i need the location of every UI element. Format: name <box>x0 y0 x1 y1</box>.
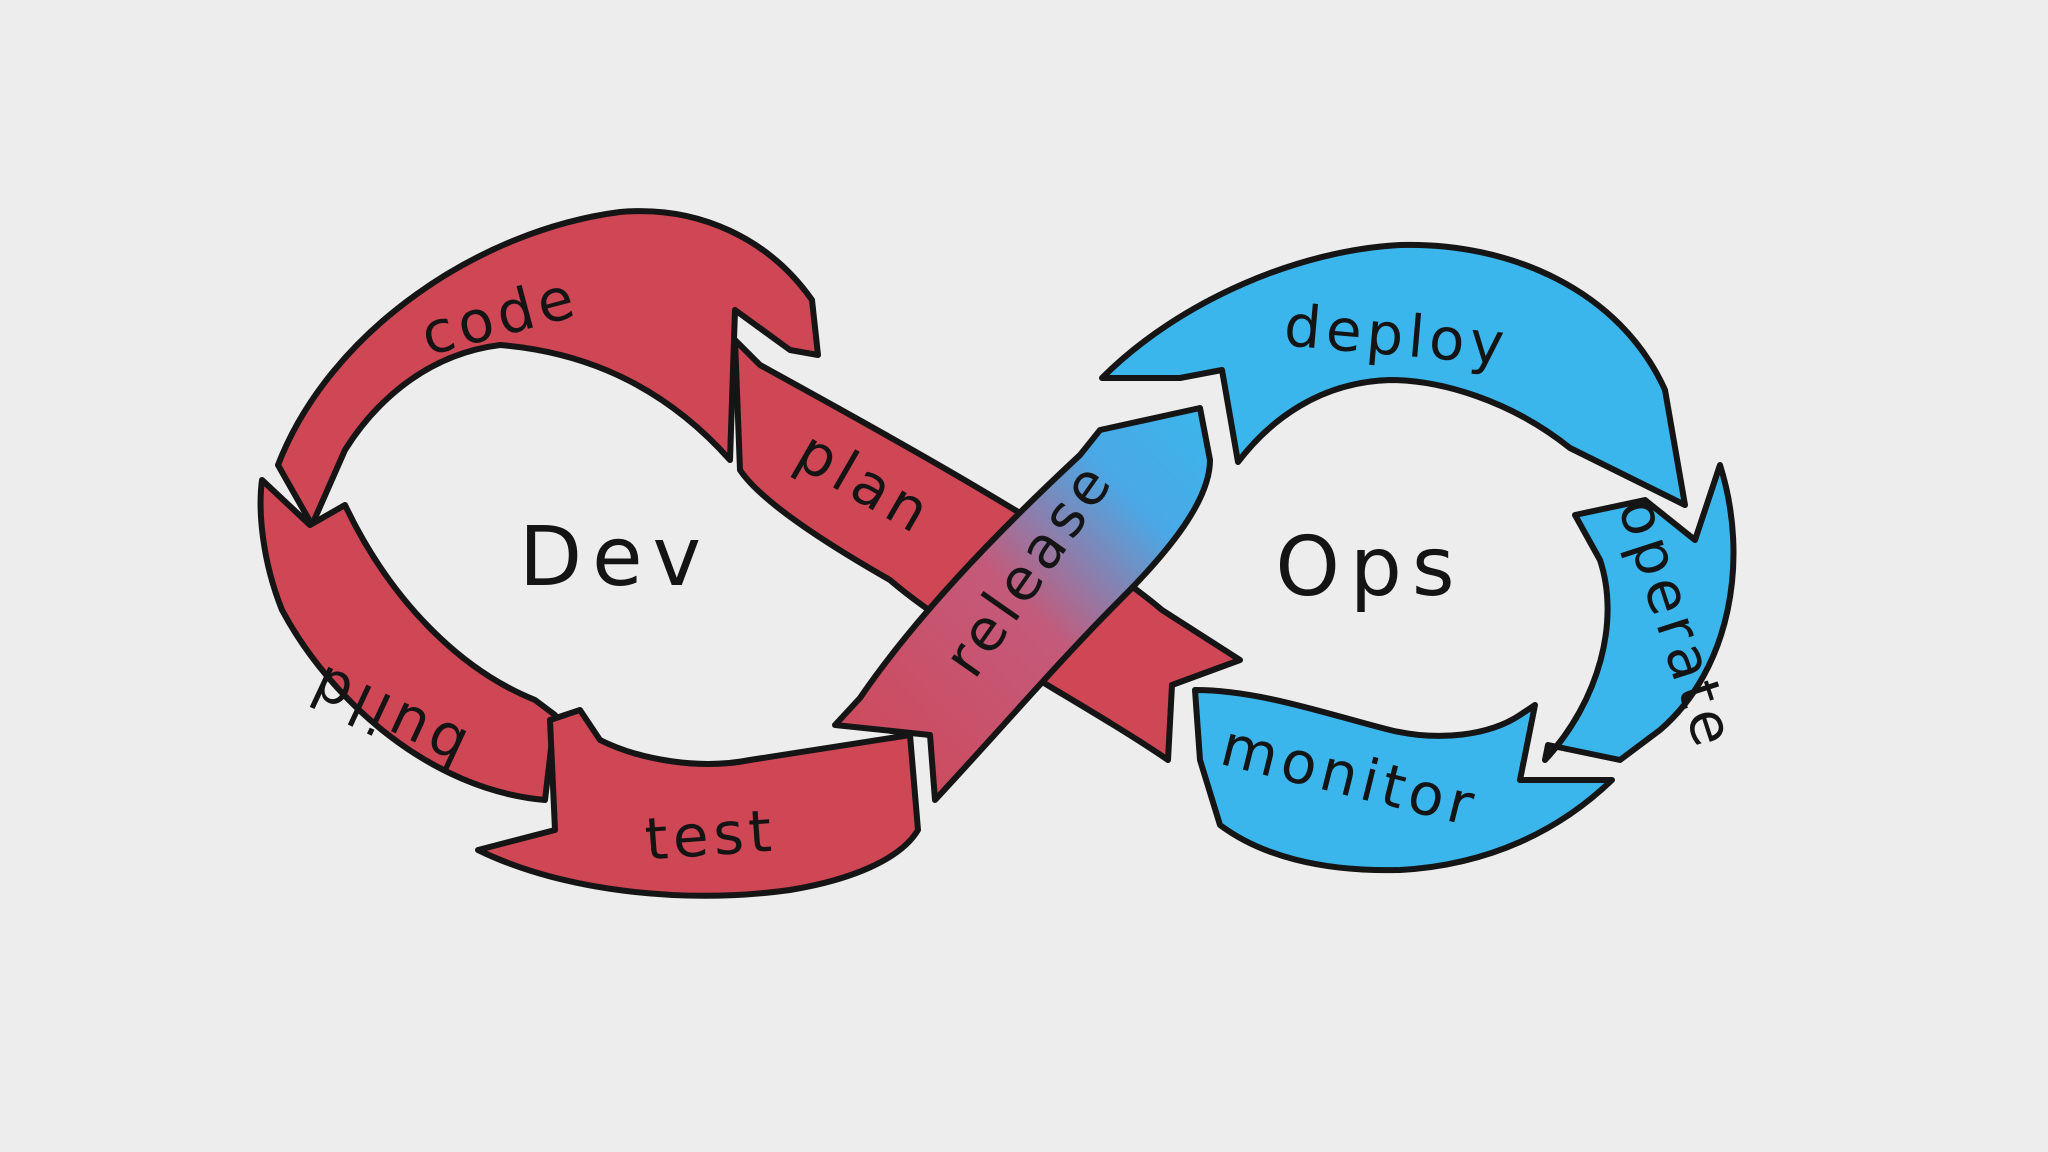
operate-arrow <box>1542 462 1737 763</box>
test-arrow <box>475 707 921 899</box>
center-label-dev: Dev <box>519 510 711 605</box>
build-arrow <box>257 477 558 803</box>
deploy-arrow <box>1099 241 1688 508</box>
code-arrow <box>275 208 821 528</box>
monitor-arrow <box>1192 687 1615 874</box>
release-arrow <box>832 405 1213 803</box>
stage-label-test: test <box>643 797 779 874</box>
center-label-ops: Ops <box>1275 520 1464 615</box>
ops-loop <box>1099 241 1737 874</box>
